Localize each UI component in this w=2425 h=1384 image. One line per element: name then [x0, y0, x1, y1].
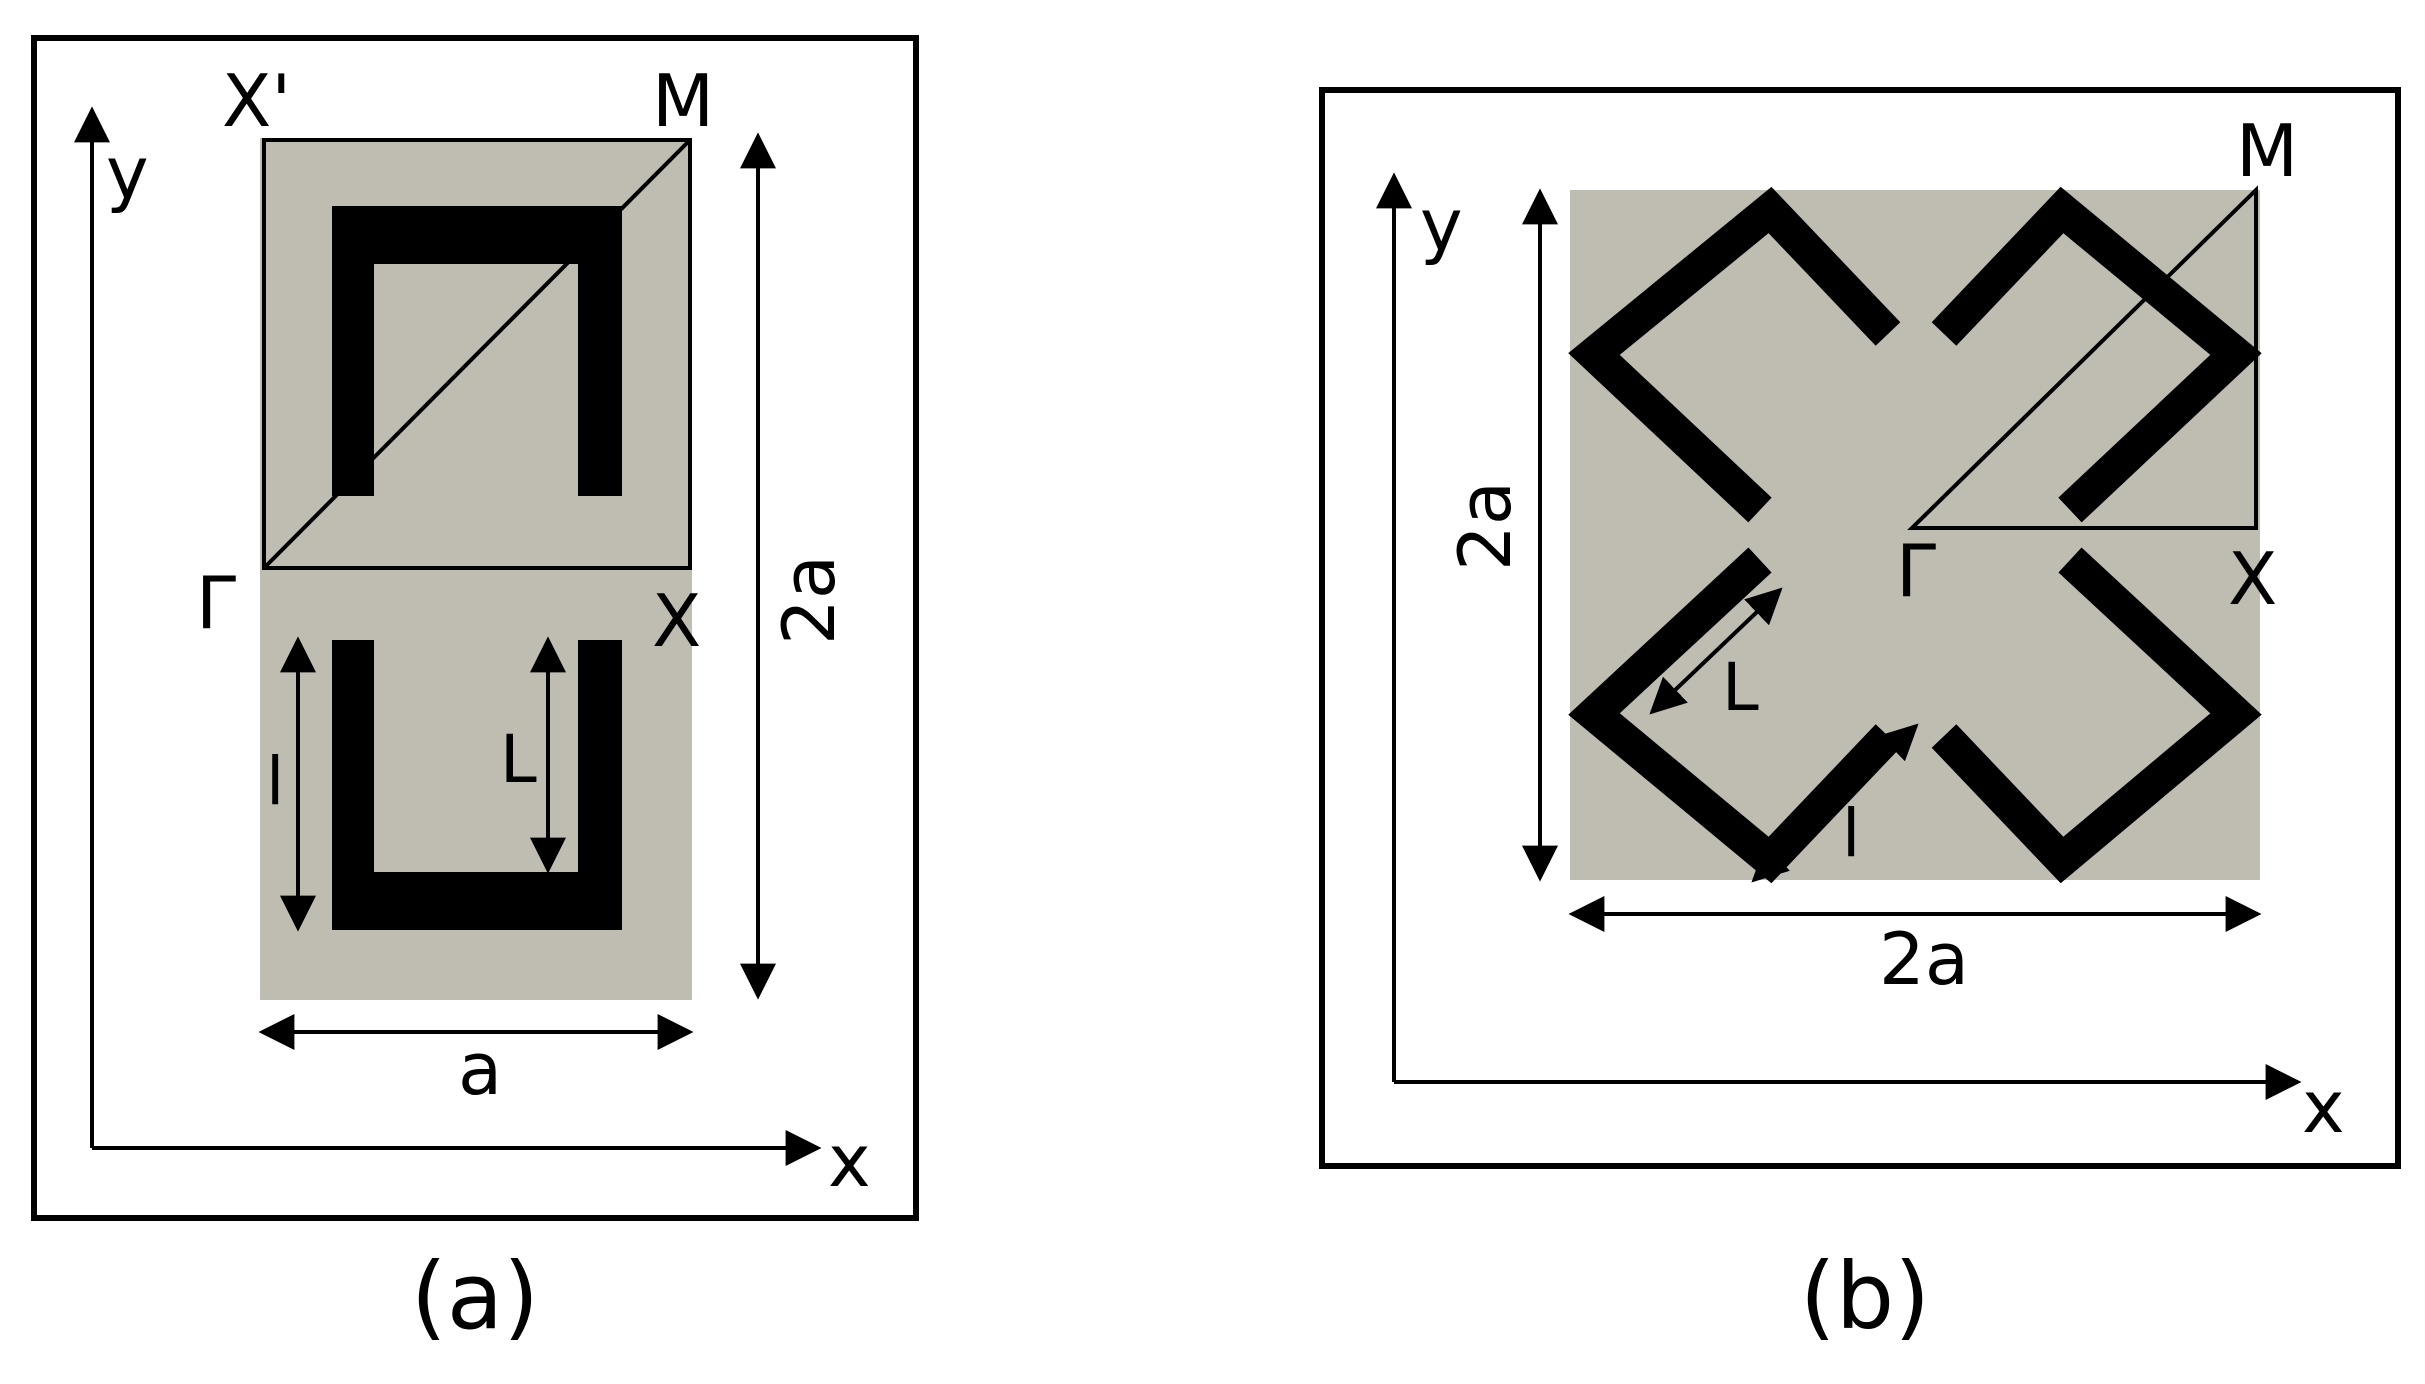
panel-b-x-label: X — [2228, 537, 2277, 621]
panel-b: y x M Γ X 2a 2a L l (b) — [1319, 87, 2401, 1350]
panel-b-frame — [1319, 87, 2401, 1169]
panel-b-outer-length-label: L — [1722, 649, 1759, 726]
panel-b-inner-length-arrow — [1751, 723, 1919, 883]
panel-a-frame — [31, 35, 919, 1221]
panel-b-x-axis-label: x — [2302, 1065, 2345, 1149]
panel-b-resonator-top-left — [1568, 186, 1901, 523]
panel-a-width-label: a — [458, 1027, 502, 1111]
panel-b-height-label: 2a — [1443, 481, 1527, 571]
panel-a-y-axis-label: y — [106, 131, 149, 215]
panel-a-outer-length-label: L — [500, 721, 537, 798]
panel-b-width-label: 2a — [1879, 917, 1969, 1001]
panel-a-gamma-m-line — [262, 138, 692, 570]
panel-a-m-label: M — [652, 59, 714, 143]
panel-b-caption: (b) — [1800, 1243, 1930, 1350]
panel-a-x-axis-label: x — [828, 1119, 871, 1203]
panel-a-inner-length-label: l — [266, 743, 284, 820]
panel-a-x-prime-label: X' — [222, 59, 291, 143]
panel-b-outer-length-arrow — [1649, 587, 1783, 715]
panel-a-gamma-label: Γ — [196, 561, 236, 645]
panel-a-caption: (a) — [411, 1243, 539, 1350]
panel-b-inner-length-label: l — [1842, 795, 1860, 872]
panel-b-brillouin-zone-triangle — [1907, 185, 2258, 530]
panel-a: y x X' M Γ X a 2a l L (a) — [31, 35, 919, 1350]
panel-a-x-label: X — [652, 579, 701, 663]
panel-b-resonator-top-right — [1931, 186, 2262, 523]
panel-b-m-label: M — [2236, 109, 2298, 193]
panel-b-resonator-bottom-right — [1931, 547, 2262, 884]
panel-a-lower-resonator — [332, 640, 622, 930]
panel-a-brillouin-zone-box — [262, 138, 692, 570]
panel-a-height-label: 2a — [767, 555, 851, 645]
panel-b-y-axis-label: y — [1420, 183, 1463, 267]
panel-b-gamma-label: Γ — [1896, 529, 1936, 613]
